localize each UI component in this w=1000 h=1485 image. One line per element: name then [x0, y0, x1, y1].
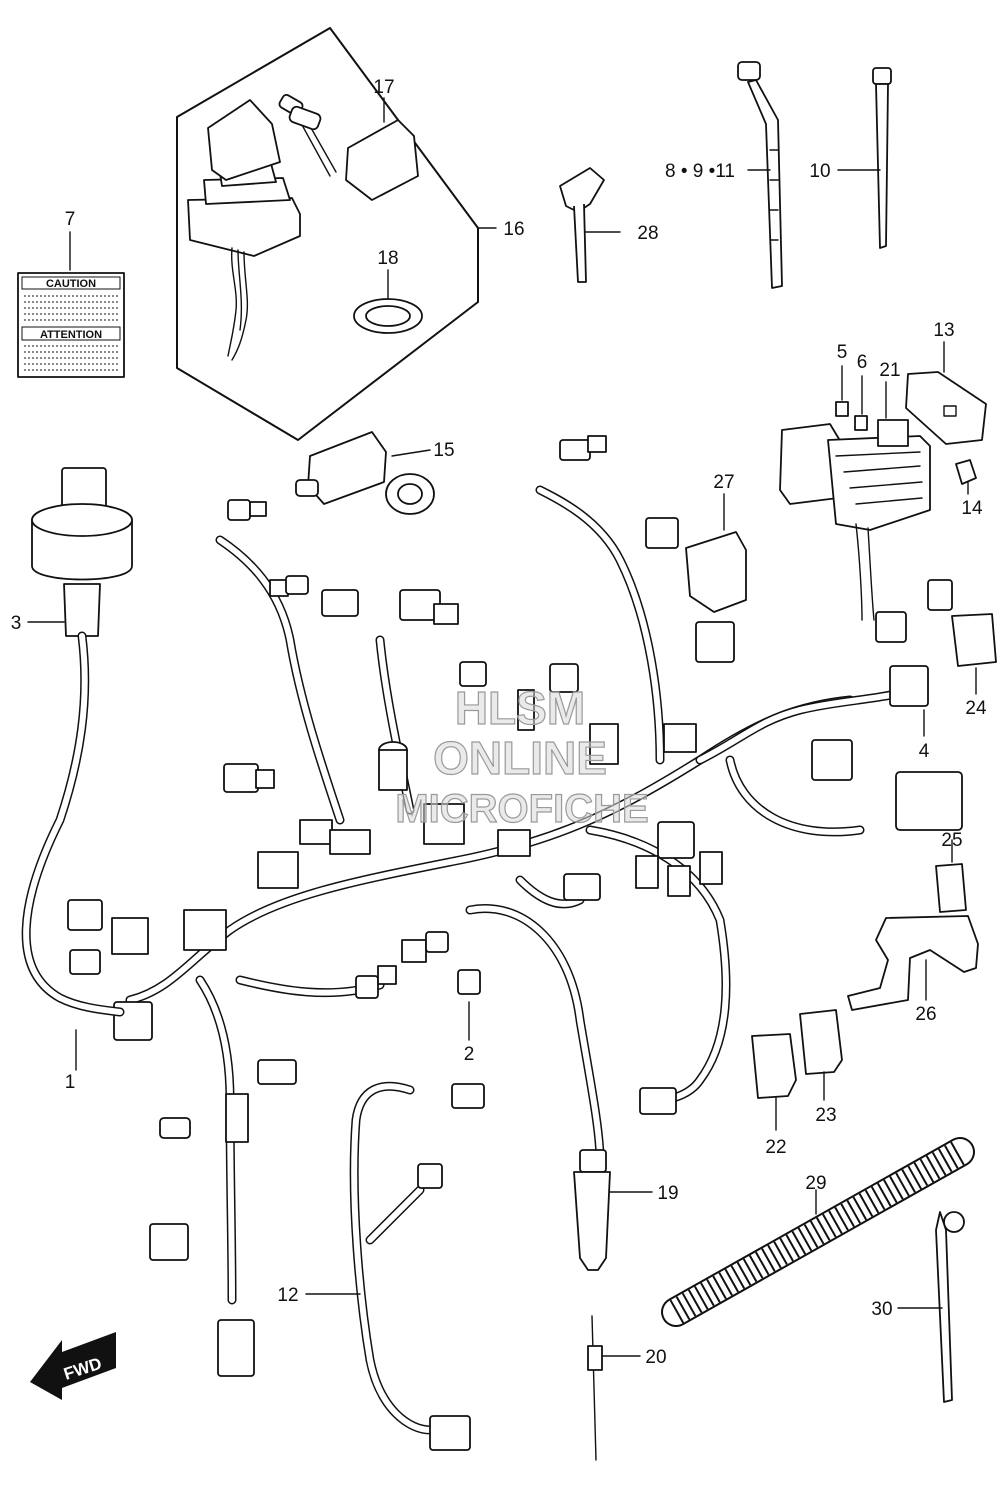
callout-14: 14	[961, 498, 983, 519]
bracket-13	[905, 341, 987, 445]
callout-8-9-11: 8 • 9 •11	[665, 161, 735, 182]
callout-6: 6	[857, 352, 868, 373]
watermark-line2: ONLINE	[433, 732, 607, 784]
callout-4: 4	[919, 741, 930, 762]
callout-19: 19	[657, 1183, 678, 1204]
callout-28: 28	[637, 223, 658, 244]
callout-27: 27	[713, 472, 734, 493]
harness-connectors	[67, 435, 963, 1377]
callout-2: 2	[464, 1044, 475, 1065]
cable-tie-8-9-11	[737, 61, 783, 289]
callout-7: 7	[65, 209, 76, 230]
sensor-19	[573, 1149, 653, 1271]
callout-24: 24	[965, 698, 987, 719]
cap-2	[457, 969, 481, 1041]
caution-label-7: CAUTION ATTENTION	[17, 231, 125, 378]
cable-tie-30	[897, 1211, 965, 1403]
key-28	[559, 167, 621, 283]
ignition-switch	[187, 159, 301, 361]
callout-29: 29	[805, 1173, 826, 1194]
pin-20	[587, 1315, 641, 1461]
watermark-line3: MICROFICHE	[395, 787, 648, 831]
clip-14	[955, 459, 977, 495]
bracket-26	[847, 915, 979, 1011]
ignition-switch-kit-group: SUZUKI SUZUKI	[176, 27, 497, 441]
callout-15: 15	[433, 440, 454, 461]
callout-5: 5	[837, 342, 848, 363]
fuse-5	[835, 365, 849, 417]
callout-12: 12	[277, 1285, 298, 1306]
connector-22	[751, 1033, 797, 1131]
callout-20: 20	[645, 1347, 666, 1368]
callout-22: 22	[765, 1137, 786, 1158]
fuse-box-assembly	[779, 423, 931, 621]
connector-23	[799, 1009, 843, 1101]
harness-12	[305, 1081, 485, 1451]
ring-nut-18	[353, 269, 423, 334]
callout-numbers: 1 2 3 4 5 6 7 8 • 9 •11 10 12 13 14 15 1…	[11, 77, 987, 1368]
watermark: HLSM ONLINE MICROFICHE	[395, 681, 650, 831]
callout-1: 1	[65, 1072, 76, 1093]
socket-cap-15	[295, 431, 435, 515]
callout-26: 26	[915, 1004, 936, 1025]
corrugated-tube-29	[661, 1137, 975, 1327]
callout-17: 17	[373, 77, 394, 98]
callout-21: 21	[879, 360, 900, 381]
callout-3: 3	[11, 613, 22, 634]
cable-tie-10	[837, 67, 892, 249]
relay-21	[877, 381, 909, 447]
attention-text: ATTENTION	[40, 329, 102, 341]
caution-text: CAUTION	[46, 278, 96, 290]
ignition-keys	[278, 94, 337, 177]
callout-25: 25	[941, 830, 962, 851]
watermark-line1: HLSM	[455, 682, 585, 734]
callout-16: 16	[503, 219, 524, 240]
fwd-arrow-icon: FWD	[30, 1332, 116, 1400]
connector-24	[951, 613, 997, 695]
main-wire-harness-1	[75, 485, 915, 1305]
callout-23: 23	[815, 1105, 836, 1126]
switch-key-cap: SUZUKI	[207, 99, 281, 181]
callout-13: 13	[933, 320, 954, 341]
round-plug-3	[21, 467, 133, 1017]
key-cap-17: SUZUKI	[345, 97, 419, 201]
callout-10: 10	[809, 161, 830, 182]
fuse-6	[854, 375, 868, 431]
relay-27	[685, 493, 747, 613]
connector-25	[935, 839, 967, 913]
callout-18: 18	[377, 248, 398, 269]
callout-30: 30	[871, 1299, 892, 1320]
